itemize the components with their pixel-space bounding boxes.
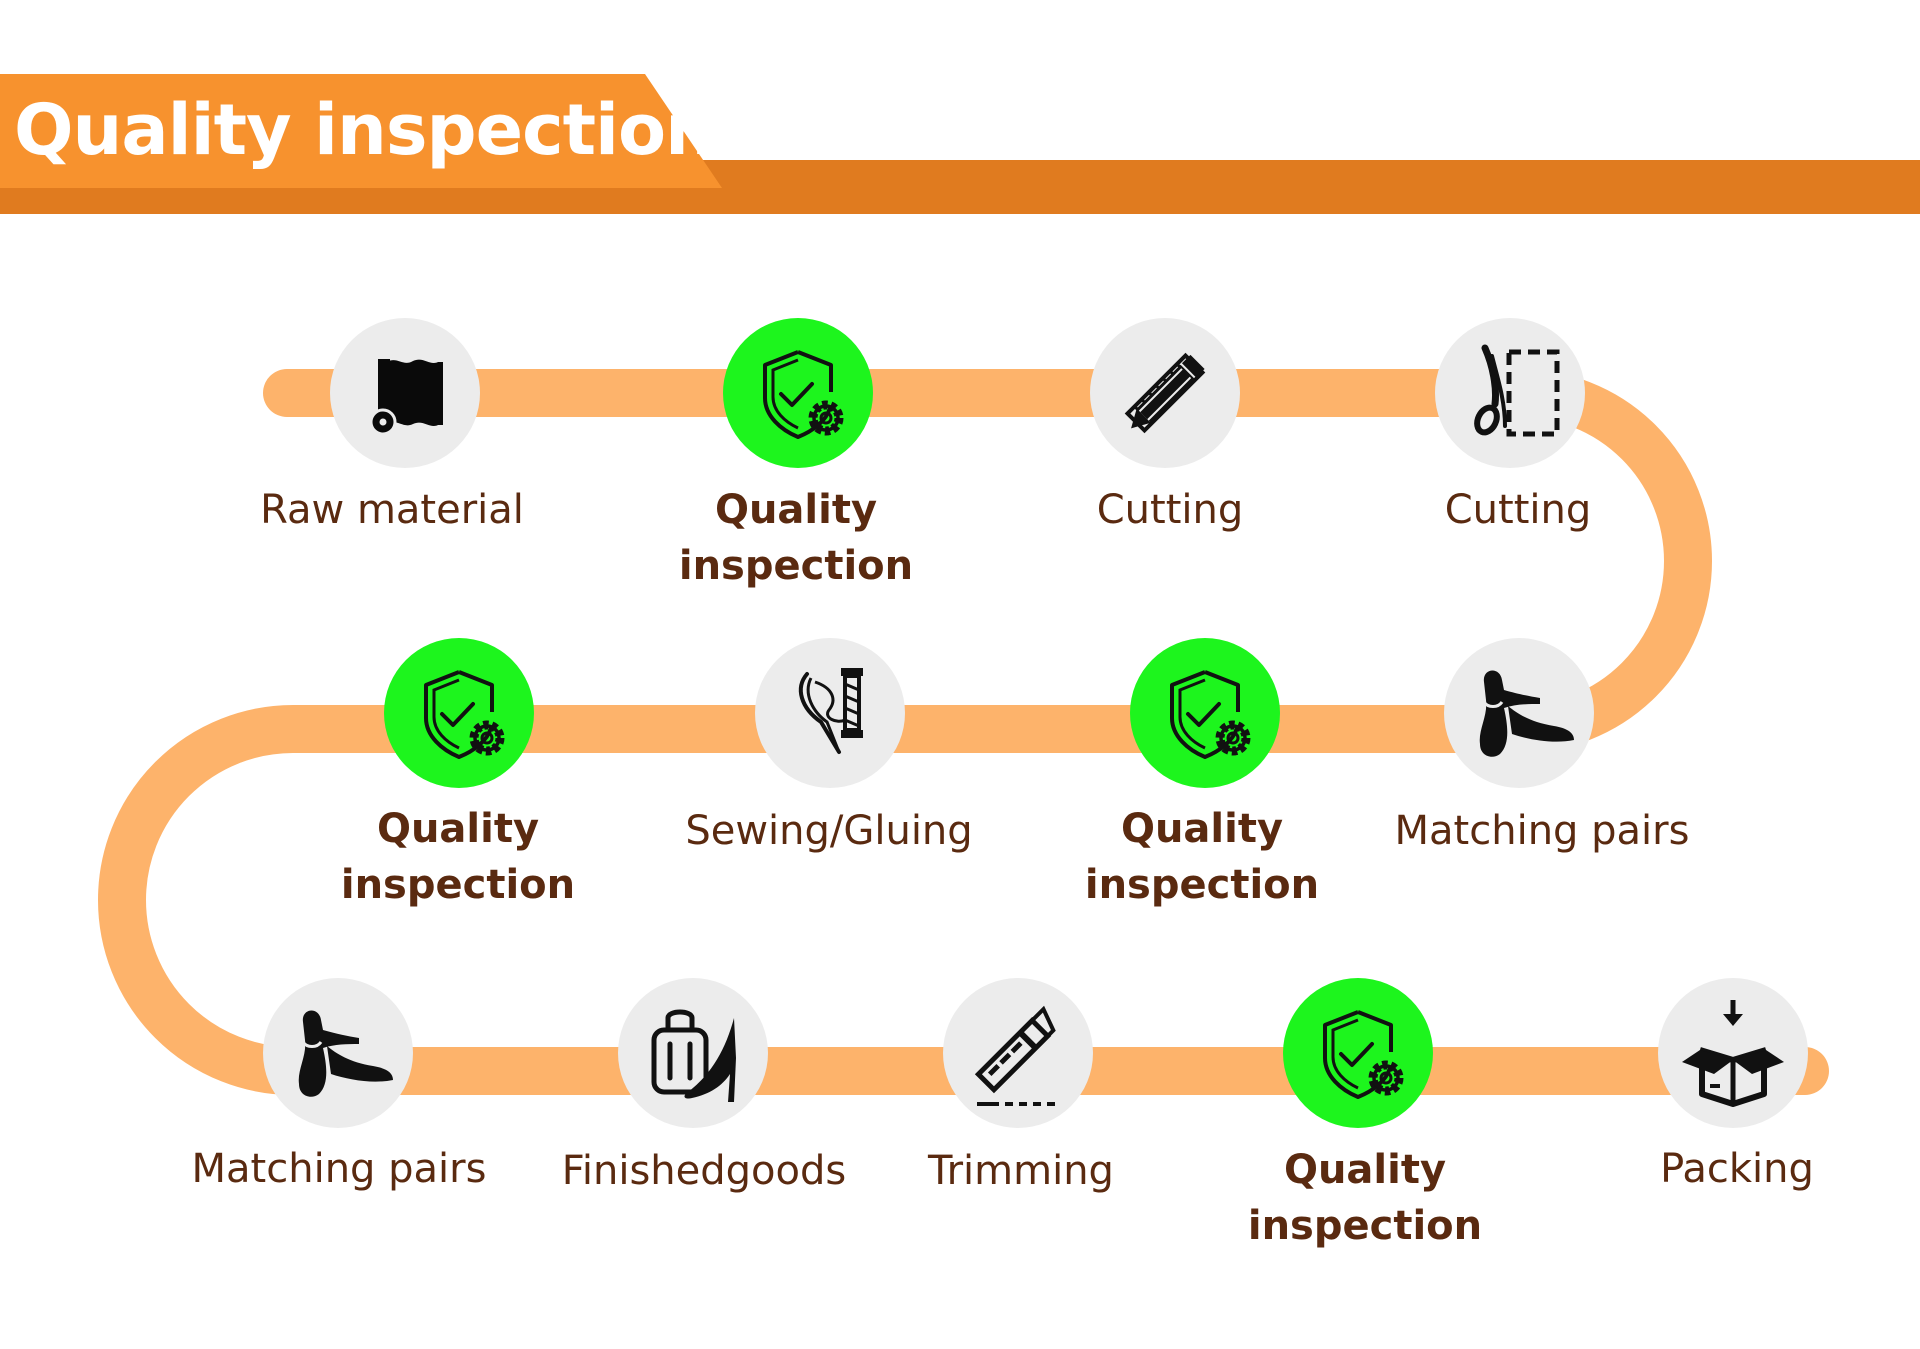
step-cutting-2 <box>1435 318 1585 468</box>
shield-check-gear-icon <box>763 350 844 439</box>
step-raw-material <box>330 318 480 468</box>
step-quality-inspection-3 <box>1130 638 1280 788</box>
step-quality-inspection-1 <box>723 318 873 468</box>
step-matching-pairs-2 <box>263 978 413 1128</box>
shield-check-gear-icon <box>1170 670 1251 759</box>
step-label-cutting-2: Cutting <box>1444 487 1592 533</box>
needle-thread-icon <box>798 668 863 754</box>
page-title: Quality inspection <box>14 89 715 171</box>
pencil-ruler-icon <box>1124 352 1206 434</box>
step-label-matching-pairs-1: Matching pairs <box>1394 808 1690 854</box>
step-quality-inspection-2 <box>384 638 534 788</box>
cutter-knife-icon <box>974 1005 1056 1106</box>
header-tab <box>0 74 722 188</box>
fabric-roll-icon <box>369 359 443 436</box>
shield-check-gear-icon <box>1323 1010 1404 1099</box>
shield-check-gear-icon <box>424 670 505 759</box>
scissors-dashed-icon <box>1474 344 1560 437</box>
step-matching-pairs-1 <box>1444 638 1594 788</box>
step-cutting-1 <box>1090 318 1240 468</box>
box-icon <box>1682 1000 1784 1107</box>
step-label-sewing-gluing: Sewing/Gluing <box>685 808 973 854</box>
step-label-packing: Packing <box>1660 1146 1814 1192</box>
step-label-quality-inspection-4: Quality inspection <box>1247 1147 1483 1249</box>
step-label-cutting-1: Cutting <box>1096 487 1244 533</box>
step-sewing-gluing <box>755 638 905 788</box>
bag-heel-icon <box>651 1009 736 1102</box>
step-label-quality-inspection-1: Quality inspection <box>678 487 914 589</box>
step-label-matching-pairs-2: Matching pairs <box>191 1146 487 1192</box>
step-label-finished-goods: Finishedgoods <box>561 1148 847 1194</box>
step-quality-inspection-4 <box>1283 978 1433 1128</box>
shoes-icon <box>298 1010 393 1097</box>
step-label-trimming: Trimming <box>928 1148 1114 1194</box>
shoes-icon <box>1479 670 1574 757</box>
step-label-quality-inspection-3: Quality inspection <box>1084 806 1320 908</box>
step-packing <box>1658 978 1808 1128</box>
step-label-quality-inspection-2: Quality inspection <box>340 806 576 908</box>
step-finished-goods <box>618 978 768 1128</box>
step-trimming <box>943 978 1093 1128</box>
step-label-raw-material: Raw material <box>260 487 524 533</box>
